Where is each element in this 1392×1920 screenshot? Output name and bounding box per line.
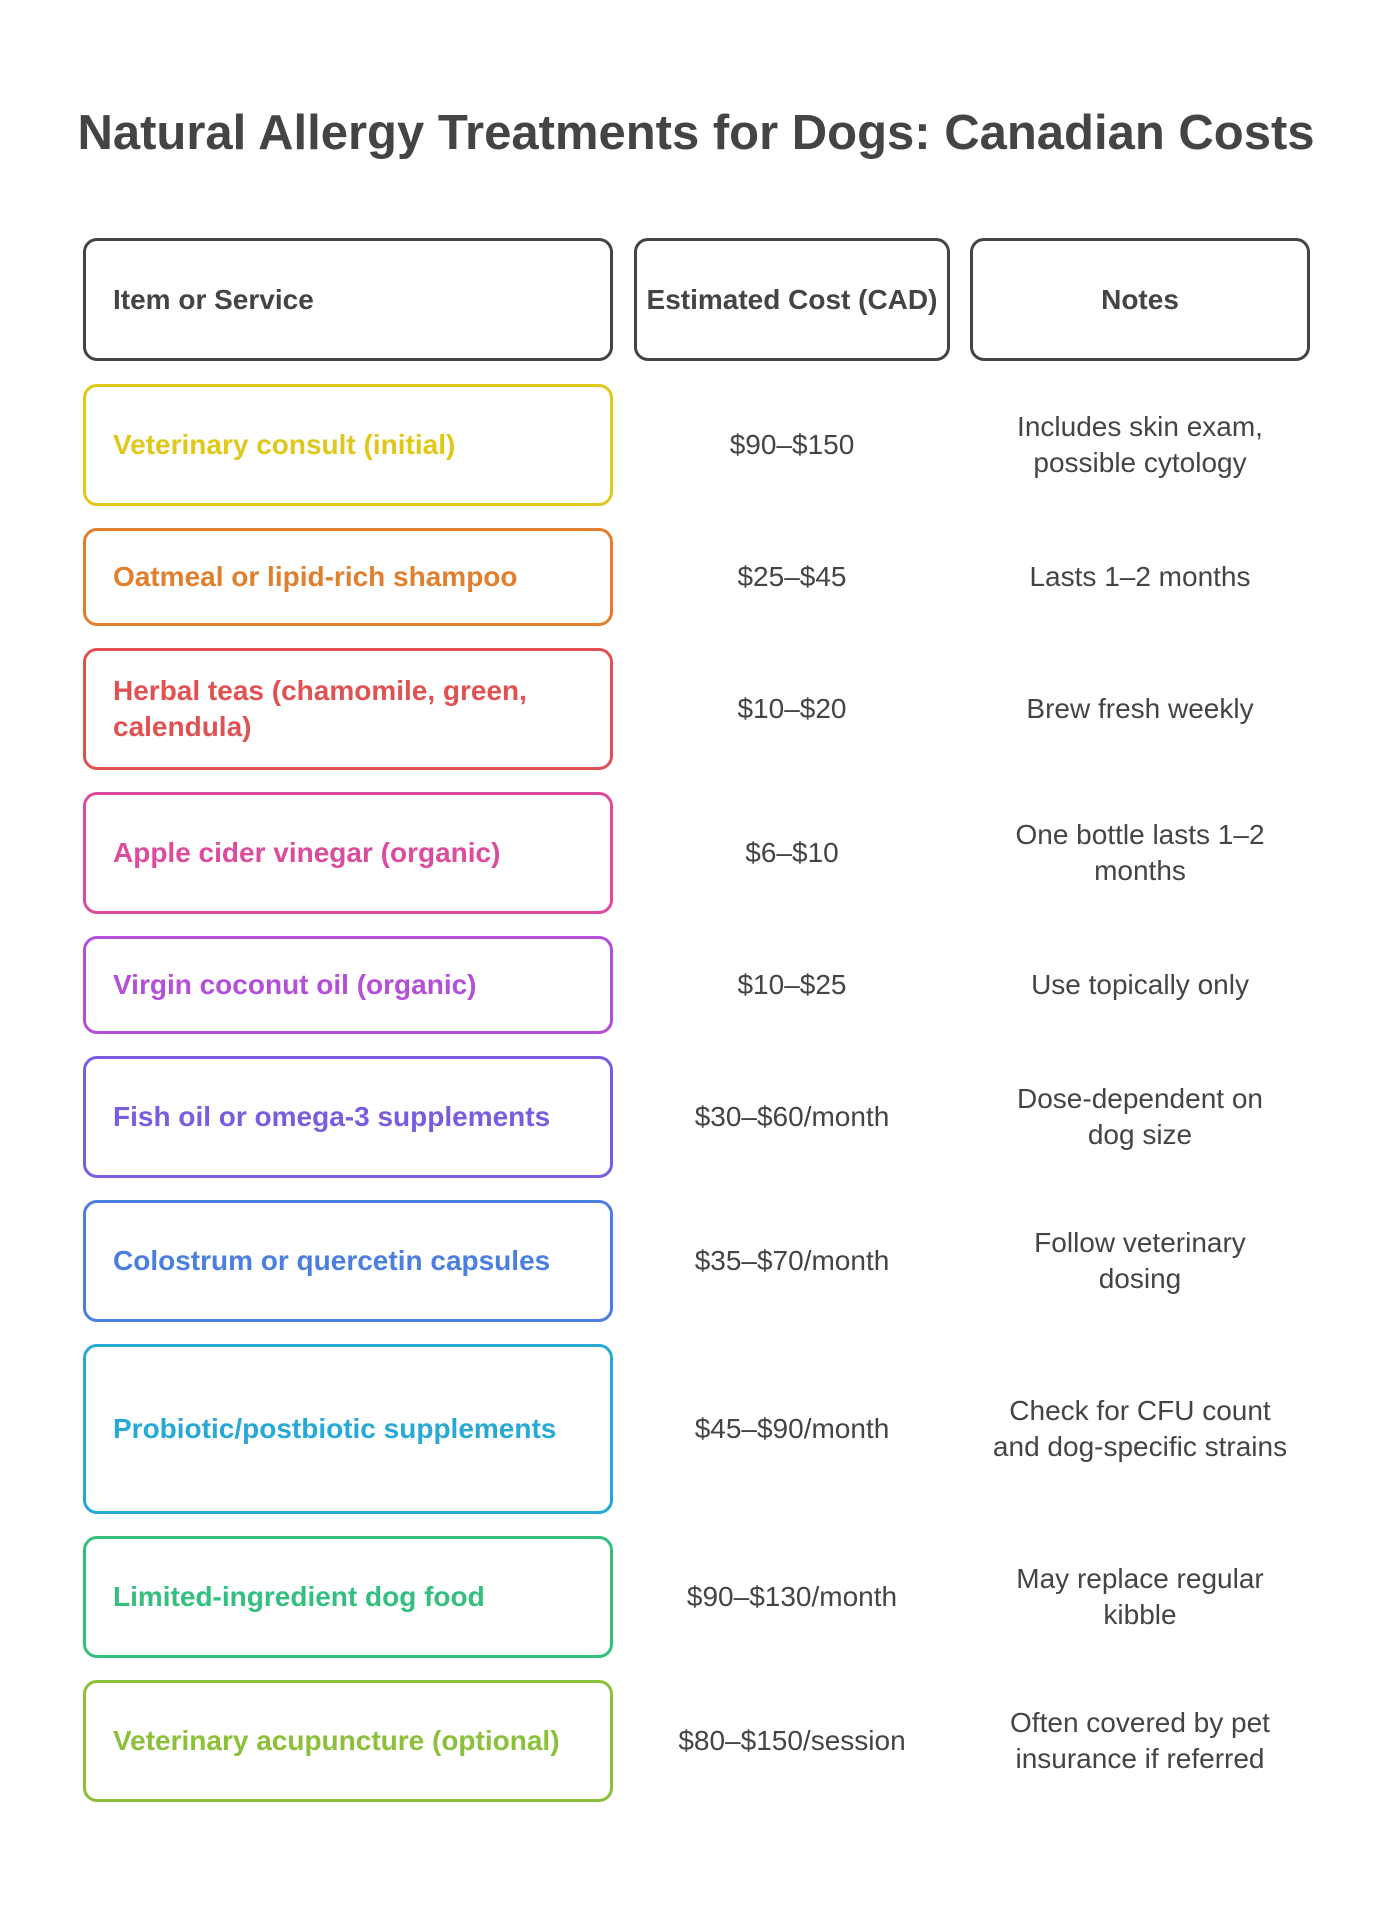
row-item-label: Apple cider vinegar (organic) xyxy=(83,792,613,914)
row-item-label: Probiotic/postbiotic supplements xyxy=(83,1344,613,1514)
row-notes-text: May replace regular kibble xyxy=(1016,1563,1264,1630)
row-item-label: Fish oil or omega-3 supplements xyxy=(83,1056,613,1178)
row-item-label: Virgin coconut oil (organic) xyxy=(83,936,613,1034)
row-notes-text: Check for CFU count and dog-specific str… xyxy=(992,1395,1288,1462)
row-item-label: Colostrum or quercetin capsules xyxy=(83,1200,613,1322)
page-title: Natural Allergy Treatments for Dogs: Can… xyxy=(77,106,1315,160)
row-cost-value: $6–$10 xyxy=(745,837,839,868)
header-estimated-cost: Estimated Cost (CAD) xyxy=(634,238,950,361)
row-item-label: Limited-ingredient dog food xyxy=(83,1536,613,1658)
row-notes-text: Includes skin exam, possible cytology xyxy=(1017,411,1263,478)
row-cost-value: $10–$25 xyxy=(737,969,847,1000)
row-cost-value: $35–$70/month xyxy=(694,1245,890,1276)
row-item-label: Oatmeal or lipid-rich shampoo xyxy=(83,528,613,626)
row-notes-text: Follow veterinary dosing xyxy=(1034,1227,1246,1294)
row-item-label: Veterinary consult (initial) xyxy=(83,384,613,506)
row-notes-text: Lasts 1–2 months xyxy=(1029,561,1251,592)
row-notes-text: Dose-dependent on dog size xyxy=(1017,1083,1263,1150)
row-notes-text: Often covered by pet insurance if referr… xyxy=(1010,1707,1270,1774)
row-cost-value: $45–$90/month xyxy=(694,1413,890,1444)
row-item-label: Herbal teas (chamomile, green, calendula… xyxy=(83,648,613,770)
header-item-or-service: Item or Service xyxy=(83,238,613,361)
row-notes-text: Use topically only xyxy=(1031,969,1249,1000)
row-cost-value: $25–$45 xyxy=(737,561,847,592)
row-notes-text: One bottle lasts 1–2 months xyxy=(1015,819,1265,886)
row-item-label: Veterinary acupuncture (optional) xyxy=(83,1680,613,1802)
row-cost-value: $80–$150/session xyxy=(678,1725,906,1756)
row-notes-text: Brew fresh weekly xyxy=(1026,693,1254,724)
row-cost-value: $90–$130/month xyxy=(686,1581,898,1612)
row-cost-value: $10–$20 xyxy=(737,693,847,724)
header-notes: Notes xyxy=(970,238,1310,361)
row-cost-value: $90–$150 xyxy=(729,429,855,460)
row-cost-value: $30–$60/month xyxy=(694,1101,890,1132)
